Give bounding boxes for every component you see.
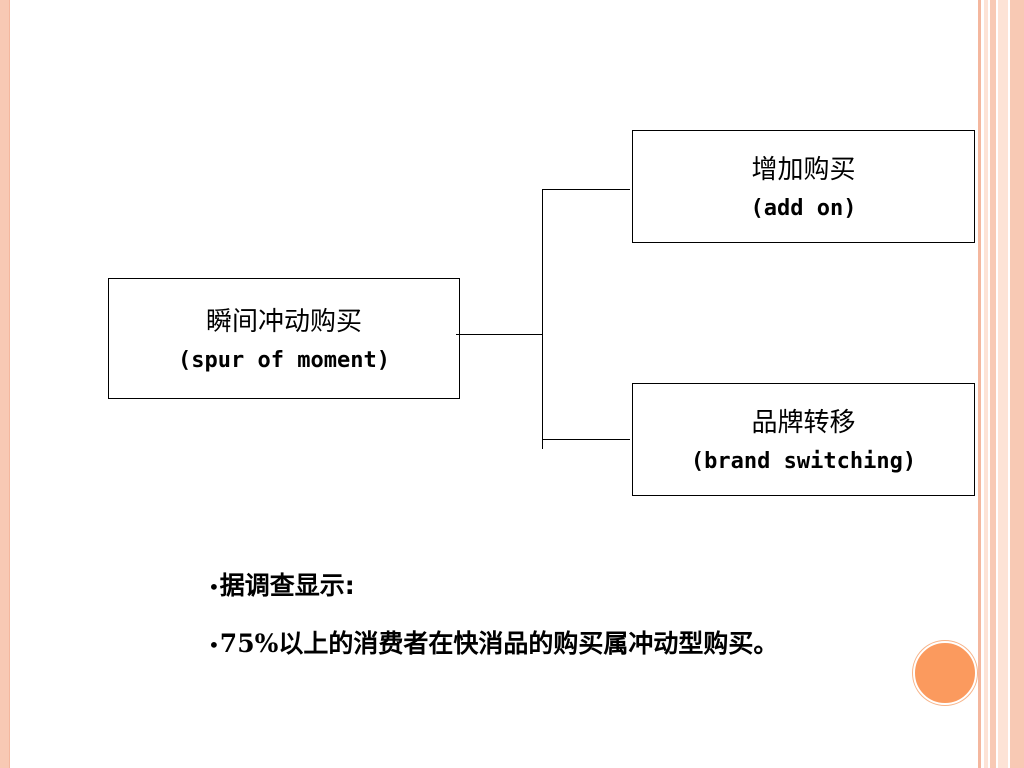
bullet-glyph: • — [208, 633, 220, 657]
survey-note-text: 据调查显示: — [219, 571, 355, 600]
root-node-title-zh: 瞬间冲动购买 — [205, 306, 362, 337]
branch-node-title-en: (add on) — [750, 195, 857, 221]
branch-node-title-en: (brand switching) — [690, 448, 917, 474]
impulse-stat-number: 75% — [219, 629, 279, 658]
connector-root-horizontal — [456, 334, 542, 335]
impulse-stat-line: •75%以上的消费者在快消品的购买属冲动型购买。 — [208, 624, 778, 660]
decorative-accent-circle — [913, 641, 977, 705]
branch-node-title-zh: 品牌转移 — [751, 407, 856, 438]
connector-branch-top — [542, 189, 630, 190]
bullet-glyph: • — [208, 575, 220, 599]
right-frame-stripe — [998, 0, 1008, 768]
connector-vertical-trunk — [542, 189, 543, 449]
left-frame-border — [0, 0, 9, 768]
root-node-title-en: (spur of moment) — [178, 347, 390, 373]
branch-node-box-brand-switching: 品牌转移 (brand switching) — [632, 383, 975, 496]
right-frame-stripe — [1010, 0, 1024, 768]
impulse-stat-text: 以上的消费者在快消品的购买属冲动型购买。 — [278, 629, 779, 658]
connector-branch-bottom — [542, 439, 630, 440]
survey-note-line: •据调查显示: — [208, 566, 355, 602]
right-frame-stripe — [990, 0, 996, 768]
branch-node-box-add-on: 增加购买 (add on) — [632, 130, 975, 243]
right-frame-stripe — [978, 0, 981, 768]
left-frame-line — [9, 0, 10, 768]
right-frame-stripe — [984, 0, 988, 768]
branch-node-title-zh: 增加购买 — [751, 154, 856, 185]
root-node-box: 瞬间冲动购买 (spur of moment) — [108, 278, 460, 399]
